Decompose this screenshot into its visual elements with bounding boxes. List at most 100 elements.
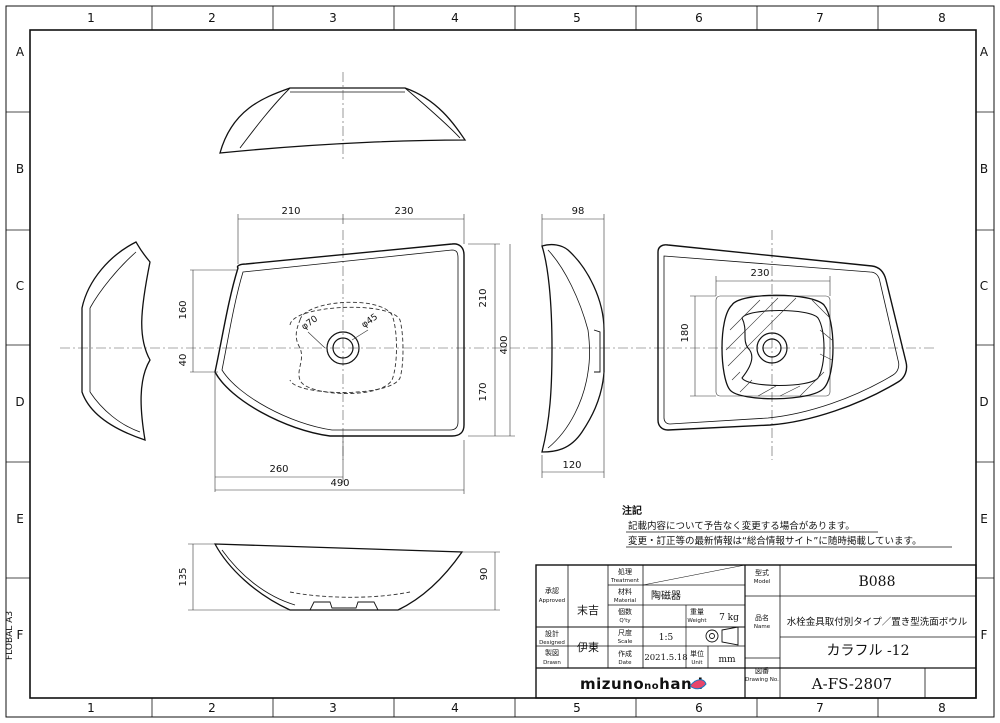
qty-label-jp: 個数 [618, 607, 632, 616]
date-value: 2021.5.18 [644, 653, 687, 663]
designed-label-en: Designed [539, 640, 565, 646]
treatment-label-jp: 処理 [618, 567, 632, 576]
weight-label-jp: 重量 [690, 608, 704, 616]
name-label-en: Name [754, 624, 771, 630]
col-label-4-bottom: 4 [451, 701, 459, 715]
drawn-label-en: Drawn [543, 660, 561, 666]
col-label-3: 3 [329, 11, 337, 25]
dim-left-160: 160 [178, 300, 189, 319]
drawing-number: A-FS-2807 [811, 675, 892, 693]
qty-label-en: Q'ty [619, 618, 631, 624]
material-label-jp: 材料 [618, 587, 632, 596]
designed-label-jp: 設計 [545, 629, 559, 638]
row-label-a-right: A [980, 45, 989, 59]
model-label-en: Model [754, 579, 771, 585]
dim-right-total: 400 [499, 335, 510, 354]
dim-right-bottom: 170 [478, 382, 489, 401]
dim-left-40: 40 [178, 354, 189, 367]
back-elevation-view [219, 72, 467, 160]
col-label-5-bottom: 5 [573, 701, 581, 715]
row-label-e-right: E [980, 512, 988, 526]
drawn-label-jp: 製図 [545, 648, 559, 657]
approved-by: 末吉 [577, 603, 599, 617]
row-label-d: D [15, 395, 24, 409]
dim-top-right: 230 [394, 206, 413, 217]
svg-text:mizunonohand: mizunonohand [580, 675, 703, 693]
inner-border [29, 29, 977, 699]
dim-right-top: 210 [478, 288, 489, 307]
title-block [535, 564, 977, 699]
col-label-2: 2 [208, 11, 216, 25]
col-label-7: 7 [816, 11, 824, 25]
outer-border [5, 5, 995, 718]
col-label-1-bottom: 1 [87, 701, 95, 715]
scale-label-en: Scale [618, 639, 633, 645]
row-label-a: A [16, 45, 25, 59]
dim-side-120: 120 [562, 460, 581, 471]
unit-label-jp: 単位 [690, 649, 704, 658]
model-label-jp: 型式 [755, 568, 769, 577]
row-label-f-right: F [981, 628, 988, 642]
scale-label-jp: 尺度 [618, 628, 632, 637]
unit-label-en: Unit [691, 660, 703, 666]
notes-line-2: 変更・訂正等の最新情報は“総合情報サイト”に随時掲載しています。 [628, 535, 922, 547]
sheet-size-label: FLOBAL A3 [5, 611, 15, 660]
approved-label-en: Approved [539, 598, 565, 604]
dim-top-left: 210 [281, 206, 300, 217]
row-label-c-right: C [980, 279, 988, 293]
col-label-5: 5 [573, 11, 581, 25]
drawing-label-en: Drawing No. [745, 677, 779, 683]
col-label-3-bottom: 3 [329, 701, 337, 715]
model-value: B088 [858, 574, 895, 590]
side-section-view [541, 214, 605, 478]
row-label-d-right: D [979, 395, 988, 409]
series-name: カラフル -12 [827, 643, 910, 659]
material-label-en: Material [614, 598, 637, 604]
drawing-label-jp: 図番 [755, 667, 769, 675]
col-label-7-bottom: 7 [816, 701, 824, 715]
treatment-label-en: Treatment [610, 578, 640, 584]
weight-label-en: Weight [687, 618, 707, 624]
row-label-e: E [16, 512, 24, 526]
dim-front-135: 135 [178, 567, 189, 586]
notes-line-1: 記載内容について予告なく変更する場合があります。 [628, 520, 855, 532]
company-logo: mizunonohand [580, 675, 707, 693]
dim-under-230: 230 [750, 268, 769, 279]
dim-side-98: 98 [572, 206, 585, 217]
name-label-jp: 品名 [755, 613, 769, 622]
row-label-f: F [17, 628, 24, 642]
col-label-1: 1 [87, 11, 95, 25]
left-side-view [81, 241, 151, 441]
dim-bottom-260: 260 [269, 464, 288, 475]
col-label-4: 4 [451, 11, 459, 25]
date-label-en: Date [618, 660, 632, 666]
underside-view [657, 230, 908, 460]
col-label-6-bottom: 6 [695, 701, 703, 715]
col-label-8-bottom: 8 [938, 701, 946, 715]
product-name: 水栓金具取付別タイプ／置き型洗面ボウル [787, 616, 968, 628]
unit-value: mm [718, 655, 736, 665]
weight-value: 7 kg [719, 613, 739, 623]
drain-inner-diameter: φ45 [360, 312, 380, 330]
col-label-8: 8 [938, 11, 946, 25]
plan-dimension-lines [190, 214, 515, 494]
row-label-c: C [16, 279, 24, 293]
dim-bottom-490: 490 [330, 478, 349, 489]
dim-under-180: 180 [680, 323, 691, 342]
row-label-b: B [16, 162, 24, 176]
date-label-jp: 作成 [618, 649, 632, 658]
grid-ticks [6, 6, 994, 717]
projection-symbol-icon [705, 626, 739, 646]
row-label-b-right: B [980, 162, 988, 176]
scale-value: 1:5 [659, 633, 674, 643]
approved-label-jp: 承認 [545, 586, 559, 595]
dim-front-90: 90 [479, 568, 490, 581]
plan-view [214, 230, 465, 460]
notes-title: 注記 [622, 504, 642, 517]
material-value: 陶磁器 [651, 589, 681, 602]
drain-outer-diameter: φ70 [300, 314, 320, 332]
col-label-6: 6 [695, 11, 703, 25]
front-elevation-view [188, 543, 500, 611]
col-label-2-bottom: 2 [208, 701, 216, 715]
